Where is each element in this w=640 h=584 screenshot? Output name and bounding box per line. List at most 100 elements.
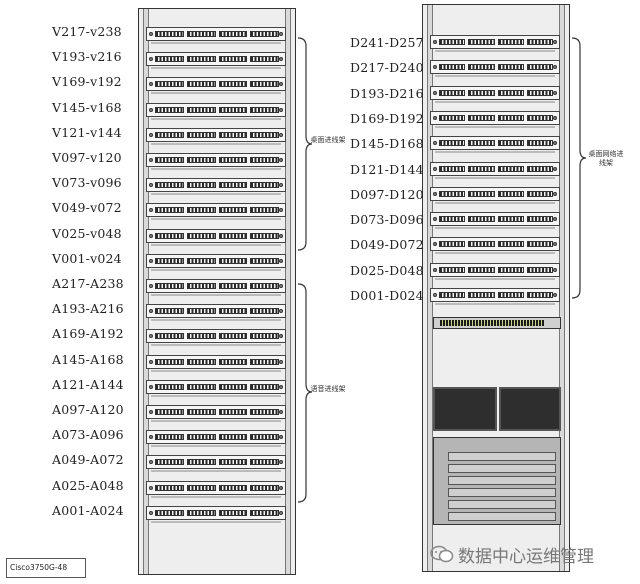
left-rack-label: V145-v168	[52, 99, 122, 115]
port-strip	[497, 64, 524, 71]
screw-icon	[279, 359, 283, 364]
cable-manager	[151, 420, 281, 422]
screw-icon	[279, 208, 283, 213]
cable-manager	[151, 243, 281, 246]
port-strip	[218, 509, 248, 516]
cable-manager	[435, 75, 555, 78]
left-rack-label: V025-v048	[52, 225, 122, 241]
port-strip	[155, 333, 184, 340]
port-strip	[468, 39, 495, 45]
cable-manager	[435, 303, 555, 305]
left-rack-label: A169-A192	[52, 326, 124, 342]
cable-manager	[151, 319, 281, 322]
left-rack-label: V217-v238	[52, 24, 122, 39]
right-patch-panel	[430, 212, 560, 230]
right-rack-label: D001-D024	[350, 288, 424, 303]
port-strip	[186, 484, 216, 491]
cable-manager	[435, 201, 555, 204]
screw-icon	[279, 510, 283, 515]
screw-icon	[149, 485, 153, 490]
port-strip	[155, 81, 184, 88]
port-strip	[250, 81, 279, 88]
screw-icon	[553, 141, 557, 146]
port-strip	[250, 31, 279, 37]
chassis-slot	[448, 452, 556, 461]
port-strip	[250, 459, 279, 466]
port-strip	[218, 459, 248, 466]
screw-icon	[149, 82, 153, 87]
port-strip	[526, 165, 553, 172]
screw-icon	[149, 309, 153, 314]
screw-icon	[279, 183, 283, 188]
port-strip	[250, 257, 279, 264]
port-strip	[155, 131, 184, 138]
cable-manager	[151, 193, 281, 196]
screw-icon	[433, 242, 437, 247]
port-strip	[186, 257, 216, 264]
port-strip	[468, 190, 495, 197]
cable-manager	[151, 142, 281, 145]
port-strip	[218, 81, 248, 88]
left-patch-panel	[146, 354, 286, 372]
port-strip	[526, 190, 553, 197]
port-strip	[186, 56, 216, 63]
right-patch-panel	[430, 35, 560, 52]
cable-manager	[435, 50, 555, 52]
screw-icon	[279, 233, 283, 238]
port-strip	[250, 131, 279, 138]
screw-icon	[279, 410, 283, 414]
port-strip	[526, 292, 553, 298]
port-strip	[497, 266, 524, 273]
right-patch-panel	[430, 85, 560, 103]
port-strip	[186, 459, 216, 466]
left-rack-label: V073-v096	[52, 175, 122, 191]
left-patch-panel	[146, 329, 286, 347]
port-strip	[218, 434, 248, 441]
port-strip	[439, 266, 466, 273]
screw-icon	[279, 384, 283, 389]
left-rack-label: A193-A216	[52, 301, 124, 317]
screw-icon	[553, 40, 557, 44]
port-strip	[497, 89, 524, 96]
right-rack-label: D145-D168	[350, 136, 424, 152]
left-rack-label: A073-A096	[52, 427, 124, 443]
left-patch-panel	[146, 27, 286, 44]
port-strip	[250, 333, 279, 340]
left-rack-label: A121-A144	[52, 376, 124, 392]
left-rack-label: V169-v192	[52, 74, 122, 90]
cable-manager	[151, 268, 281, 271]
screw-icon	[553, 267, 557, 272]
port-strip	[526, 64, 553, 71]
chassis-slot	[448, 488, 556, 497]
screw-icon	[149, 510, 153, 515]
port-strip	[439, 140, 466, 147]
port-strip	[186, 182, 216, 189]
screw-icon	[149, 107, 153, 112]
port-strip	[186, 207, 216, 214]
screw-icon	[433, 166, 437, 171]
voice-brace	[297, 283, 313, 503]
port-strip	[186, 434, 216, 441]
left-patch-panel	[146, 379, 286, 397]
port-strip	[250, 383, 279, 390]
screw-icon	[433, 293, 437, 297]
right-rack-label: D097-D120	[350, 186, 424, 202]
port-strip	[439, 64, 466, 71]
port-strip	[250, 484, 279, 491]
cable-manager	[151, 67, 281, 70]
left-rack-label: V001-v024	[52, 250, 122, 266]
network-brace	[571, 37, 587, 299]
left-rack-label: A049-A072	[52, 452, 124, 468]
screw-icon	[279, 284, 283, 288]
right-rack-label: D169-D192	[350, 110, 424, 126]
port-strip	[526, 266, 553, 273]
cable-manager	[435, 151, 555, 154]
port-strip	[439, 114, 466, 121]
legend-box: Cisco3750G-48	[6, 558, 86, 578]
port-strip	[186, 358, 216, 365]
video-brace-label: 桌面进线架	[310, 136, 346, 144]
left-patch-panel	[146, 480, 286, 498]
port-strip	[186, 31, 216, 37]
left-patch-panel	[146, 253, 286, 271]
